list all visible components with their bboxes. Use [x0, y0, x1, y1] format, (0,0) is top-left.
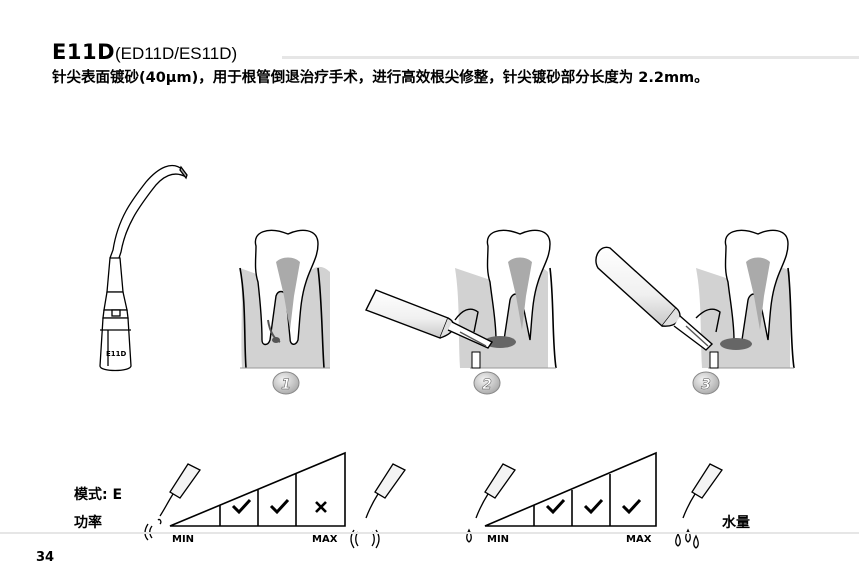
water-chart: [484, 451, 657, 527]
header: E11D (ED11D/ES11D): [52, 40, 237, 64]
model-variants: (ED11D/ES11D): [115, 44, 238, 63]
water-level-2-check-icon: [583, 498, 604, 515]
description: 针尖表面镀砂(40μm)，用于根管倒退治疗手术，进行高效根尖修整，针尖镀砂部分长…: [52, 70, 709, 86]
title-divider: [282, 56, 859, 59]
power-chart: [169, 451, 346, 527]
step-2-badge: [473, 371, 501, 395]
step-1-badge: [272, 371, 300, 395]
title-line: E11D (ED11D/ES11D): [52, 40, 237, 64]
step-2-number: 2: [482, 377, 492, 393]
step-3-number: 3: [701, 377, 711, 393]
footer-divider: [0, 532, 859, 534]
water-max-label: MAX: [626, 534, 652, 545]
power-label: 功率: [74, 515, 102, 531]
handpiece-max-water-icon: [675, 463, 723, 549]
power-min-label: MIN: [172, 534, 194, 545]
page-number: 34: [36, 550, 55, 565]
step-3-illustration: [595, 229, 795, 369]
power-level-2-check-icon: [269, 498, 290, 515]
step-3-badge: [692, 371, 720, 395]
handpiece-min-power-icon: [144, 463, 201, 541]
step-1-illustration: [239, 229, 330, 369]
water-level-1-check-icon: [545, 498, 566, 515]
model-name: E11D: [52, 40, 116, 64]
power-max-label: MAX: [312, 534, 338, 545]
water-label: 水量: [722, 515, 750, 531]
power-level-1-check-icon: [231, 498, 252, 515]
handpiece-min-water-icon: [466, 463, 516, 543]
tip-label: E11D: [106, 350, 127, 358]
tip-illustration: [99, 165, 188, 372]
water-level-3-check-icon: [621, 498, 642, 515]
step-1-number: 1: [281, 377, 291, 393]
power-level-3-cross-icon: [315, 501, 327, 513]
water-min-label: MIN: [487, 534, 509, 545]
mode-label: 模式: E: [74, 487, 123, 503]
step-2-illustration: [365, 229, 557, 369]
handpiece-max-power-icon: [350, 463, 406, 549]
